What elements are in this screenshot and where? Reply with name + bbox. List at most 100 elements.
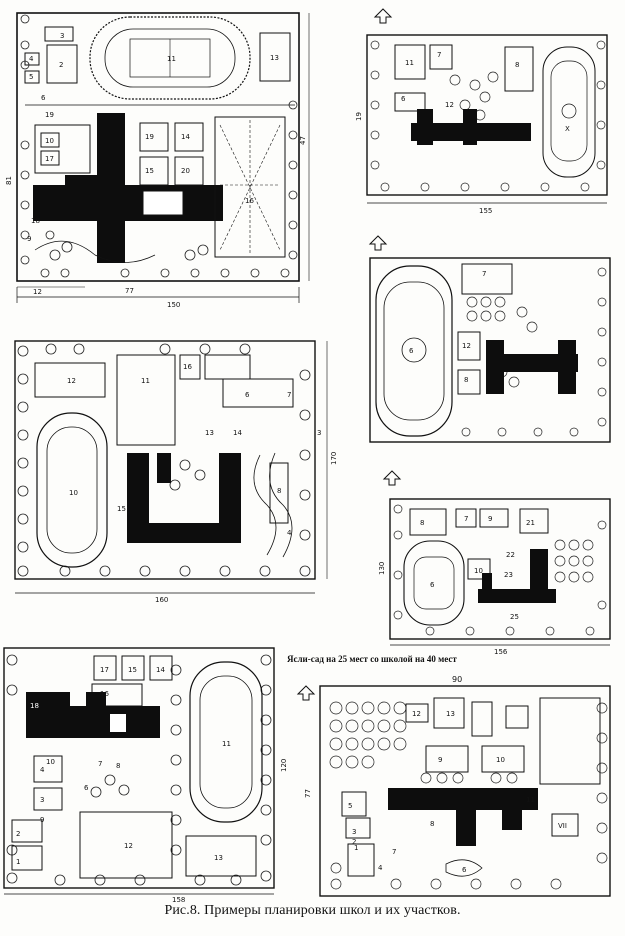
svg-text:11: 11 <box>526 796 535 804</box>
svg-text:130: 130 <box>378 562 386 575</box>
svg-text:12: 12 <box>462 342 471 350</box>
svg-text:2: 2 <box>352 838 356 846</box>
svg-text:VII: VII <box>558 822 567 830</box>
school-building <box>478 549 556 603</box>
svg-text:9: 9 <box>438 756 442 764</box>
svg-text:13: 13 <box>270 54 279 62</box>
school-building <box>26 692 160 738</box>
svg-text:2: 2 <box>16 830 20 838</box>
plan-3: 12 11 16 6 7 10 8 4 14 13 15 160 170 3 <box>14 340 338 604</box>
svg-text:20: 20 <box>181 167 190 175</box>
svg-text:15: 15 <box>145 167 154 175</box>
svg-text:8: 8 <box>464 376 468 384</box>
svg-text:10: 10 <box>69 489 78 497</box>
running-track <box>189 661 263 823</box>
svg-text:8: 8 <box>277 487 281 495</box>
plan-6: 1 2 3 4 6 7 8 9 10 11 12 13 14 15 16 17 … <box>3 647 288 902</box>
svg-text:14: 14 <box>156 666 165 674</box>
svg-text:9: 9 <box>488 515 492 523</box>
svg-text:15: 15 <box>117 505 126 513</box>
svg-text:21: 21 <box>526 519 535 527</box>
svg-text:16: 16 <box>100 690 109 698</box>
school-building <box>388 788 538 846</box>
dim-label: 12 <box>33 288 42 296</box>
svg-text:5: 5 <box>29 73 33 81</box>
svg-text:6: 6 <box>409 347 414 355</box>
svg-text:6: 6 <box>462 866 467 874</box>
svg-text:18: 18 <box>31 217 40 225</box>
plan-1: 3 2 4 5 6 11 13 19 14 15 20 10 17 18 16 … <box>5 12 310 309</box>
svg-text:14: 14 <box>233 429 242 437</box>
sport-track <box>542 46 596 178</box>
svg-text:8: 8 <box>420 519 424 527</box>
tree-border <box>20 14 298 278</box>
svg-text:19: 19 <box>145 133 154 141</box>
svg-text:12: 12 <box>124 842 133 850</box>
north-arrow-icon <box>373 8 393 24</box>
figure-note: Ясли-сад на 25 мест со школой на 40 мест <box>287 654 457 664</box>
svg-text:12: 12 <box>412 710 421 718</box>
school-building <box>33 113 223 263</box>
svg-text:9: 9 <box>40 816 44 824</box>
plan-7: 90 <box>296 675 611 897</box>
svg-text:12: 12 <box>445 101 454 109</box>
svg-text:15: 15 <box>128 666 137 674</box>
svg-text:10: 10 <box>46 758 55 766</box>
svg-text:13: 13 <box>446 710 455 718</box>
svg-text:18: 18 <box>30 702 39 710</box>
svg-text:6: 6 <box>84 784 89 792</box>
svg-text:77: 77 <box>304 789 312 798</box>
svg-text:6: 6 <box>41 94 46 102</box>
north-arrow-icon <box>382 470 402 486</box>
svg-text:9: 9 <box>27 235 31 243</box>
school-building <box>127 453 241 543</box>
svg-text:13: 13 <box>205 429 214 437</box>
svg-text:170: 170 <box>330 452 338 465</box>
svg-text:10: 10 <box>496 756 505 764</box>
svg-text:25: 25 <box>510 613 519 621</box>
svg-text:2: 2 <box>59 61 63 69</box>
svg-text:4: 4 <box>287 529 292 537</box>
school-building <box>411 109 531 145</box>
svg-text:156: 156 <box>494 648 508 655</box>
plan-2: 6 7 8 11 12 X 155 19 <box>355 8 608 215</box>
running-track <box>36 412 108 568</box>
svg-text:11: 11 <box>405 59 414 67</box>
svg-text:19: 19 <box>355 112 363 121</box>
svg-text:1: 1 <box>16 858 20 866</box>
svg-text:81: 81 <box>5 176 13 185</box>
svg-text:17: 17 <box>45 155 54 163</box>
svg-text:3: 3 <box>352 828 356 836</box>
svg-text:3: 3 <box>317 429 321 437</box>
svg-text:22: 22 <box>506 551 515 559</box>
svg-text:8: 8 <box>515 61 519 69</box>
svg-text:4: 4 <box>29 55 34 63</box>
svg-text:77: 77 <box>125 287 134 295</box>
svg-text:X: X <box>565 125 570 133</box>
svg-text:14: 14 <box>181 133 190 141</box>
svg-text:120: 120 <box>280 759 288 772</box>
north-arrow-icon <box>296 685 316 701</box>
svg-text:7: 7 <box>464 515 468 523</box>
svg-text:12: 12 <box>67 377 76 385</box>
school-building <box>486 340 578 394</box>
svg-text:11: 11 <box>141 377 150 385</box>
svg-text:47: 47 <box>299 136 307 145</box>
plan-4: 6 7 8 12 <box>368 235 611 443</box>
svg-text:11: 11 <box>167 55 176 63</box>
sport-track <box>403 540 465 626</box>
svg-text:7: 7 <box>98 760 102 768</box>
svg-text:7: 7 <box>482 270 486 278</box>
svg-text:11: 11 <box>222 740 231 748</box>
sport-track <box>375 265 453 437</box>
svg-text:10: 10 <box>474 567 483 575</box>
figure-caption: Рис.8. Примеры планировки школ и их учас… <box>164 903 461 918</box>
svg-text:4: 4 <box>378 864 383 872</box>
svg-text:160: 160 <box>155 596 168 604</box>
svg-text:4: 4 <box>40 766 45 774</box>
svg-text:1: 1 <box>354 844 358 852</box>
svg-text:7: 7 <box>287 391 291 399</box>
svg-text:150: 150 <box>167 301 180 309</box>
svg-text:158: 158 <box>172 896 185 902</box>
